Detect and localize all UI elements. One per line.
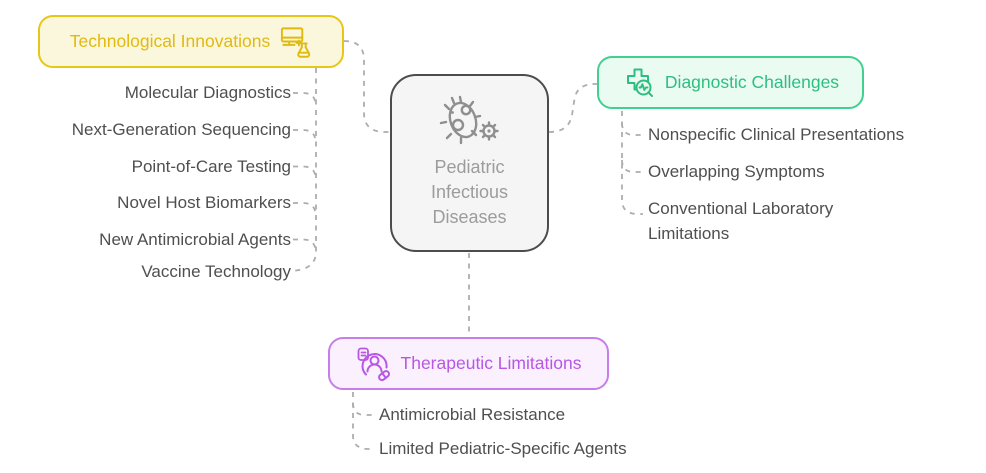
- item-nonspecific-clinical-presentations: Nonspecific Clinical Presentations: [648, 125, 905, 144]
- center-node-title: Pediatric Infectious Diseases: [431, 155, 508, 230]
- branch-technological-innovations: Technological Innovations: [38, 15, 344, 68]
- item-molecular-diagnostics: Molecular Diagnostics: [124, 83, 291, 102]
- item-next-generation-sequencing: Next-Generation Sequencing: [71, 120, 291, 139]
- item-vaccine-technology: Vaccine Technology: [141, 262, 291, 281]
- branch-technological-innovations-label: Technological Innovations: [69, 31, 271, 51]
- branch-diagnostic-challenges-label: Diagnostic Challenges: [664, 72, 840, 92]
- item-point-of-care-testing: Point-of-Care Testing: [131, 156, 291, 176]
- medical-cross-magnifier-icon: [626, 68, 653, 97]
- center-title-line-1: Pediatric: [434, 157, 505, 177]
- branch-diagnostic-challenges: Diagnostic Challenges: [597, 56, 864, 109]
- monitor-flask-icon: [281, 27, 311, 58]
- item-overlapping-symptoms: Overlapping Symptoms: [648, 162, 825, 181]
- patient-treatment-icon: [357, 347, 390, 381]
- item-conventional-laboratory-limitations: Conventional Laboratory Limitations: [648, 199, 834, 243]
- item-new-antimicrobial-agents: New Antimicrobial Agents: [99, 229, 291, 249]
- center-title-line-2: Infectious: [430, 182, 509, 202]
- item-novel-host-biomarkers: Novel Host Biomarkers: [117, 193, 291, 212]
- branch-therapeutic-limitations-label: Therapeutic Limitations: [400, 353, 582, 373]
- branch-therapeutic-limitations: Therapeutic Limitations: [328, 337, 609, 390]
- germ-gear-icon: [439, 95, 499, 145]
- center-title-line-3: Diseases: [432, 207, 507, 227]
- item-antimicrobial-resistance: Antimicrobial Resistance: [379, 405, 566, 424]
- item-limited-pediatric-specific-agents: Limited Pediatric-Specific Agents: [379, 439, 627, 458]
- center-node-pediatric-infectious-diseases: Pediatric Infectious Diseases: [390, 74, 549, 252]
